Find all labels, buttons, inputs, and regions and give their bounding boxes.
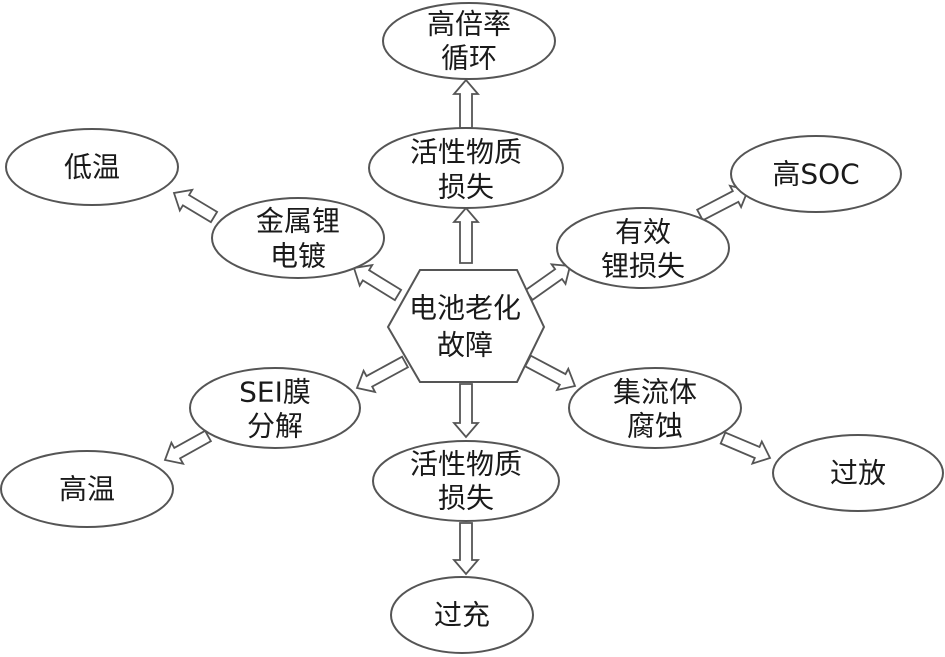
active-loss-top-ellipse [368, 127, 564, 209]
li-plating-ellipse [211, 197, 385, 279]
li-plating-node: 金属锂 电镀 [211, 197, 385, 279]
active-loss-top-line-2: 损失 [438, 171, 494, 204]
active-loss-top-node: 活性物质 损失 [368, 127, 564, 209]
arrow-to-overcharge [452, 522, 480, 576]
li-plating-line-2: 电镀 [270, 240, 326, 273]
overcharge-ellipse [390, 576, 534, 654]
sei-decomp-line-1: SEI膜 [239, 376, 311, 409]
high-rate-node: 高倍率 循环 [382, 2, 556, 80]
high-rate-line-2: 循环 [441, 42, 497, 75]
high-temp-ellipse [0, 450, 174, 528]
li-loss-line-1: 有效 [615, 216, 671, 249]
li-loss-ellipse [556, 207, 730, 289]
center-line-1: 电池老化 [409, 292, 521, 325]
high-rate-ellipse [382, 2, 556, 80]
overcharge-line-1: 过充 [434, 599, 490, 632]
arrow-to-active-loss-top [452, 206, 480, 264]
high-temp-node: 高温 [0, 450, 174, 528]
sei-decomp-node: SEI膜 分解 [189, 367, 361, 449]
high-soc-node: 高SOC [730, 135, 902, 213]
low-temp-ellipse [5, 128, 179, 206]
active-loss-bottom-node: 活性物质 损失 [372, 440, 560, 522]
arrow-to-li-loss [524, 263, 572, 302]
low-temp-node: 低温 [5, 128, 179, 206]
active-loss-bottom-line-1: 活性物质 [410, 448, 522, 481]
high-soc-ellipse [730, 135, 902, 213]
over-discharge-ellipse [772, 434, 944, 512]
sei-decomp-ellipse [189, 367, 361, 449]
arrow-to-low-temp [172, 188, 219, 224]
active-loss-bottom-ellipse [372, 440, 560, 522]
high-soc-line-1: 高SOC [772, 158, 859, 191]
arrow-to-high-temp [163, 429, 213, 465]
high-temp-line-1: 高温 [59, 473, 115, 506]
over-discharge-node: 过放 [772, 434, 944, 512]
low-temp-line-1: 低温 [64, 151, 120, 184]
li-loss-line-2: 锂损失 [601, 250, 685, 283]
li-plating-line-1: 金属锂 [256, 205, 340, 238]
active-loss-top-line-1: 活性物质 [410, 136, 522, 169]
arrow-to-sei-decomp [355, 355, 410, 394]
arrows [163, 78, 772, 576]
arrow-to-active-loss-bottom [452, 383, 480, 439]
arrow-to-over-discharge [719, 431, 772, 466]
high-rate-line-1: 高倍率 [427, 8, 511, 41]
active-loss-bottom-line-2: 损失 [438, 482, 494, 515]
collector-corrosion-line-2: 腐蚀 [627, 410, 683, 443]
arrow-to-collector [523, 354, 577, 392]
li-loss-node: 有效 锂损失 [556, 207, 730, 289]
arrow-to-high-rate [452, 78, 480, 129]
collector-corrosion-node: 集流体 腐蚀 [568, 367, 742, 449]
overcharge-node: 过充 [390, 576, 534, 654]
center-line-2: 故障 [437, 329, 493, 362]
center-node: 电池老化 故障 [386, 269, 546, 383]
over-discharge-line-1: 过放 [830, 457, 886, 490]
center-hexagon [386, 269, 546, 383]
arrow-to-li-plating [352, 263, 403, 302]
collector-corrosion-ellipse [568, 367, 742, 449]
sei-decomp-line-2: 分解 [247, 410, 303, 443]
collector-corrosion-line-1: 集流体 [613, 376, 697, 409]
